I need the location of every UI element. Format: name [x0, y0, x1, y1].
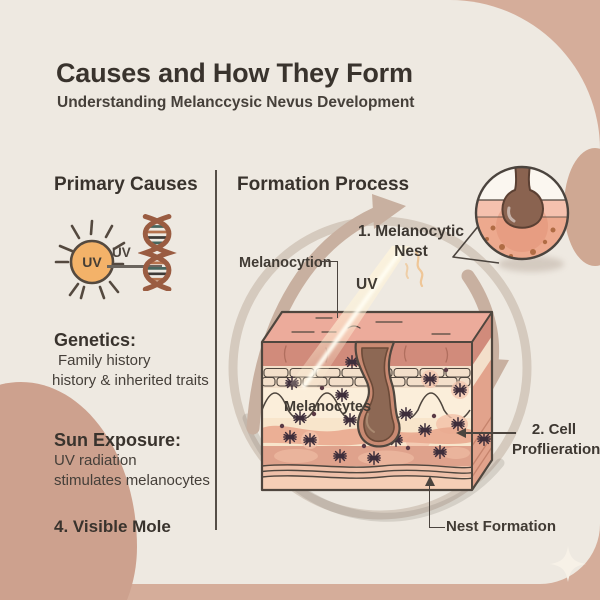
- step2-connector: [466, 432, 516, 434]
- nest-closeup-inset: [474, 165, 570, 261]
- uv-beam: [290, 246, 424, 394]
- dna-helix-icon: [138, 214, 177, 291]
- nest-formation-connector: [429, 484, 445, 528]
- page-title: Causes and How They Form: [56, 58, 413, 88]
- column-divider: [215, 170, 217, 530]
- nest-formation-label: Nest Formation: [446, 518, 557, 535]
- step2-label: 2. Cell Proflieration: [512, 420, 600, 460]
- primary-causes-heading: Primary Causes: [54, 174, 198, 195]
- inset-shadow: [498, 256, 564, 272]
- nest-formation-arrowhead-icon: [425, 476, 435, 486]
- step2-arrowhead-icon: [456, 428, 466, 438]
- page-subtitle: Understanding Melanccysic Nevus Developm…: [57, 94, 415, 111]
- genetics-heading: Genetics:: [54, 330, 137, 350]
- sun-exposure-heading: Sun Exposure:: [54, 430, 182, 450]
- formation-process-heading: Formation Process: [237, 174, 410, 195]
- inset-nest-bulb: [501, 167, 544, 229]
- uv-caption-underline: [107, 265, 162, 268]
- step1-line1: 1. Melanocytic: [358, 223, 464, 240]
- sparkle-icon: [550, 546, 586, 582]
- sun-uv-icon: UV: [54, 219, 126, 300]
- inset-pointer-lines: [452, 223, 500, 264]
- uv-label: UV: [356, 276, 378, 293]
- skin-cross-section-diagram: [260, 246, 494, 492]
- sun-uv-badge-label: UV: [82, 254, 102, 270]
- genetics-line-1: Family history: [58, 352, 151, 369]
- sun-exposure-line-2: stimulates melanocytes: [54, 472, 210, 489]
- melanocytes-label: Melanocytes: [284, 399, 372, 415]
- step2-line2: Proflieration: [512, 441, 600, 458]
- sun-exposure-line-1: UV radiation: [54, 452, 137, 469]
- genetics-line-2: history & inherited traits: [52, 372, 209, 389]
- step1-label: 1. Melanocytic Nest: [356, 222, 466, 262]
- melanocytion-connector: [322, 261, 338, 318]
- flow-arrow-up-icon: [246, 207, 382, 435]
- visible-mole-label: 4. Visible Mole: [54, 517, 171, 536]
- melanocytic-nest-shape: [354, 340, 401, 448]
- skin-top-face: [262, 312, 492, 342]
- uv-caption-label: UV: [112, 245, 131, 260]
- step1-line2: Nest: [394, 243, 428, 260]
- step2-line1: 2. Cell: [531, 421, 577, 438]
- melanocytion-label: Melanocytion: [239, 255, 332, 271]
